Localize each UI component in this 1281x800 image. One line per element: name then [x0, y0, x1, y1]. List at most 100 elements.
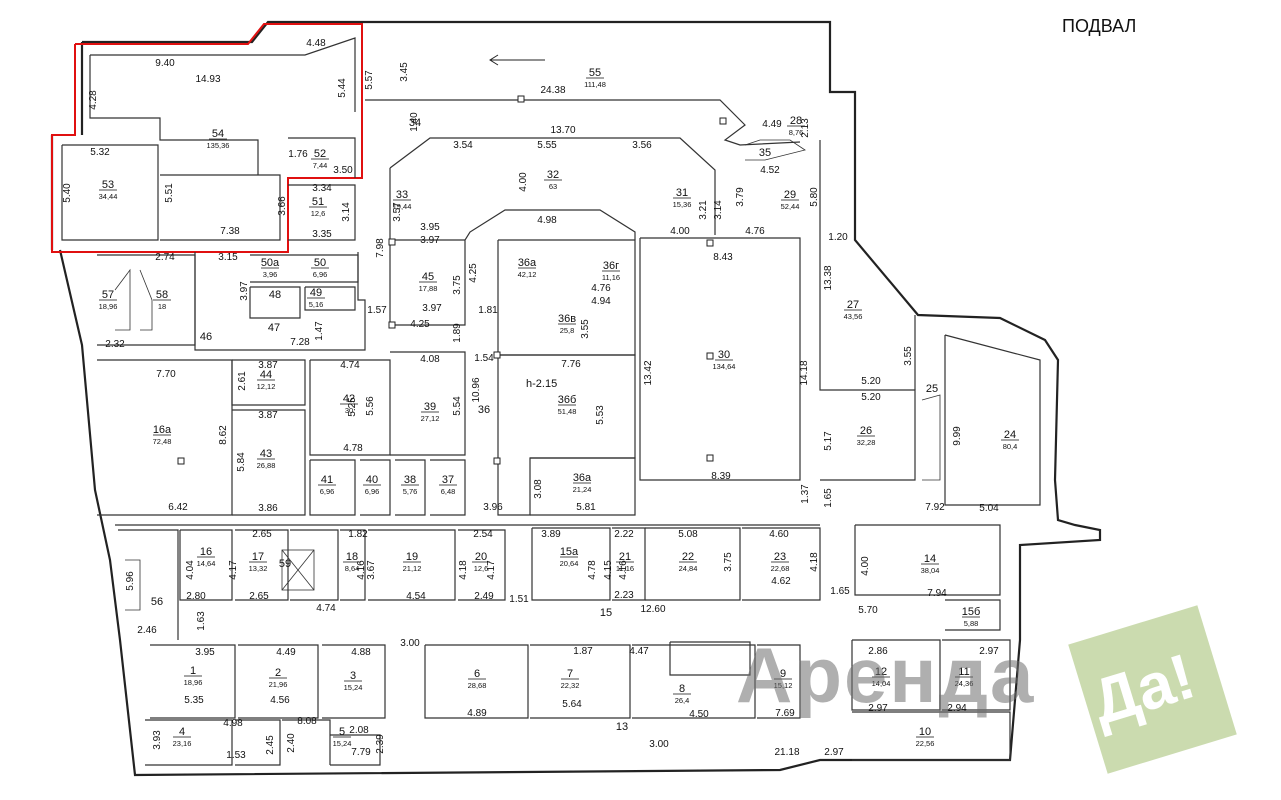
- room-number: 43: [260, 448, 272, 460]
- room-area: 24,84: [679, 564, 698, 573]
- room-5: 515,24: [333, 726, 352, 748]
- room-area: 111,48: [584, 80, 606, 89]
- room-number: 17: [252, 551, 264, 563]
- room-34: 34: [409, 117, 421, 129]
- room-number: 46: [200, 331, 212, 343]
- floor-title: ПОДВАЛ: [1062, 16, 1137, 36]
- room-area: 5,16: [309, 300, 324, 309]
- room-number: 1: [190, 665, 196, 677]
- room-area: 34,44: [99, 192, 118, 201]
- room-38: 385,76: [401, 474, 419, 496]
- dimension-label: 5.51: [164, 183, 175, 203]
- dimension-label: 3.75: [452, 275, 463, 295]
- dimension-label: 3.97: [420, 235, 440, 246]
- room-number: 40: [366, 474, 378, 486]
- dimension-label: 2.40: [286, 733, 297, 753]
- dimension-label: 14.18: [799, 360, 810, 385]
- room-area: 23,16: [173, 739, 192, 748]
- dimension-label: 2.23: [614, 590, 634, 601]
- dimension-label: 3.15: [218, 252, 238, 263]
- dimension-label: 3.54: [453, 140, 473, 151]
- dimension-label: 3.35: [312, 229, 332, 240]
- dimension-label: 5.70: [858, 605, 878, 616]
- dimension-label: 4.89: [467, 708, 487, 719]
- room-8: 826,4: [673, 683, 691, 705]
- direction-arrow: [489, 54, 545, 66]
- room-number: 56: [151, 596, 163, 608]
- dimension-label: 5.20: [861, 392, 881, 403]
- room-area: 15,24: [344, 683, 363, 692]
- dimension-label: 3.66: [277, 196, 288, 216]
- dimension-label: 4.17: [228, 560, 239, 580]
- room-area: 52,44: [781, 202, 800, 211]
- room-area: 8,76: [789, 128, 804, 137]
- room-35: 35: [759, 147, 771, 159]
- room-area: 7,44: [313, 161, 328, 170]
- room-number: 19: [406, 551, 418, 563]
- dimension-label: 4.25: [410, 319, 430, 330]
- room-number: 22: [682, 551, 694, 563]
- dimension-label: 5.25: [347, 397, 358, 417]
- dimension-label: 2.54: [473, 529, 493, 540]
- dimension-label: 4.54: [406, 591, 426, 602]
- dimension-label: 12.60: [640, 604, 665, 615]
- room-area: 12,6: [311, 209, 326, 218]
- dimension-label: 9.40: [155, 58, 175, 69]
- room-number: 15: [600, 607, 612, 619]
- room-area: 21,96: [269, 680, 288, 689]
- dimension-label: 2.46: [137, 625, 157, 636]
- room-number: 21: [619, 551, 631, 563]
- room-area: 22,68: [771, 564, 790, 573]
- dimension-label: 3.87: [258, 360, 278, 371]
- dimension-label: 4.74: [316, 603, 336, 614]
- room-area: 80,4: [1003, 442, 1018, 451]
- dimension-label: 4.49: [276, 647, 296, 658]
- dimension-label: 5.96: [125, 571, 136, 591]
- dimension-label: 2.49: [474, 591, 494, 602]
- dimension-label: 6.42: [168, 502, 188, 513]
- dimension-label: 3.67: [366, 560, 377, 580]
- dimension-label: 7.76: [561, 359, 581, 370]
- room-area: 18,96: [99, 302, 118, 311]
- room-15: 15: [600, 607, 612, 619]
- dimension-label: 5.81: [576, 502, 596, 513]
- room-area: 38,04: [921, 566, 940, 575]
- room-number: 30: [718, 349, 730, 361]
- dimension-label: 4.74: [340, 360, 360, 371]
- room-number: 53: [102, 179, 114, 191]
- dimension-label: 3.14: [713, 200, 724, 220]
- dimension-label: 4.16: [356, 560, 367, 580]
- dimension-label: 5.17: [823, 431, 834, 451]
- dimension-label: 7.79: [351, 747, 371, 758]
- room-area: 63: [549, 182, 557, 191]
- dimension-label: 1.53: [226, 750, 246, 761]
- room-area: 8,64: [345, 564, 360, 573]
- room-area: 28,68: [468, 681, 487, 690]
- room-area: 18,96: [184, 678, 203, 687]
- room-number: 12: [875, 666, 887, 678]
- dimension-label: 3.55: [903, 346, 914, 366]
- room-13: 13: [616, 721, 628, 733]
- dimension-label: 5.35: [184, 695, 204, 706]
- room-number: 16: [200, 546, 212, 558]
- dimension-label: 4.00: [670, 226, 690, 237]
- room-48: 48: [269, 289, 281, 301]
- dimension-label: 2.80: [186, 591, 206, 602]
- dimension-label: 4.00: [860, 556, 871, 576]
- dimension-label: 4.25: [468, 263, 479, 283]
- room-area: 14,04: [872, 679, 891, 688]
- room-number: 45: [422, 271, 434, 283]
- dimension-label: 3.45: [399, 62, 410, 82]
- dimension-label: 3.56: [632, 140, 652, 151]
